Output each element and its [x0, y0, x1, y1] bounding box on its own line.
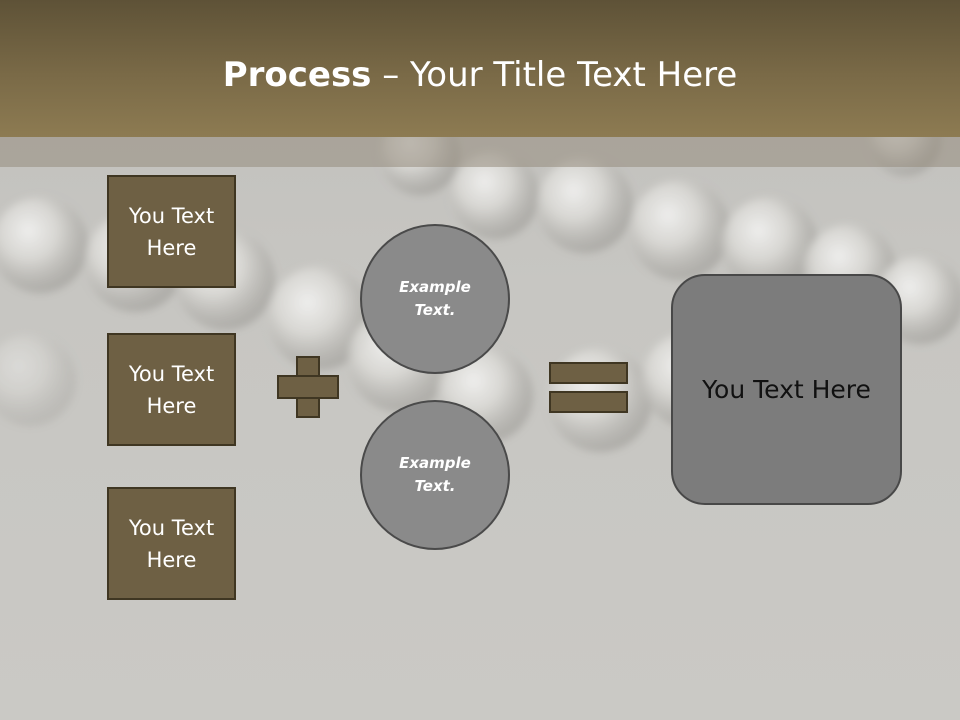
- input-box-1: You Text Here: [107, 175, 236, 288]
- input-box-3: You Text Here: [107, 487, 236, 600]
- input-box-label: You Text Here: [128, 203, 215, 260]
- title-rest: – Your Title Text Here: [371, 55, 738, 95]
- input-box-label: You Text Here: [128, 515, 215, 572]
- plus-icon-core: [298, 377, 318, 397]
- equals-icon-top-bar: [549, 362, 628, 384]
- title-band: [0, 137, 960, 167]
- input-box-2: You Text Here: [107, 333, 236, 446]
- title-strong: Process: [222, 55, 372, 95]
- slide-title: Process – Your Title Text Here: [0, 52, 960, 98]
- equals-icon-bottom-bar: [549, 391, 628, 413]
- operand-label: Example Text.: [399, 278, 471, 319]
- result-label: You Text Here: [702, 375, 871, 404]
- result-box: You Text Here: [671, 274, 902, 505]
- operand-circle-1: Example Text.: [360, 224, 510, 374]
- operand-circle-2: Example Text.: [360, 400, 510, 550]
- operand-label: Example Text.: [399, 454, 471, 495]
- input-box-label: You Text Here: [128, 361, 215, 418]
- title-bar: [0, 0, 960, 137]
